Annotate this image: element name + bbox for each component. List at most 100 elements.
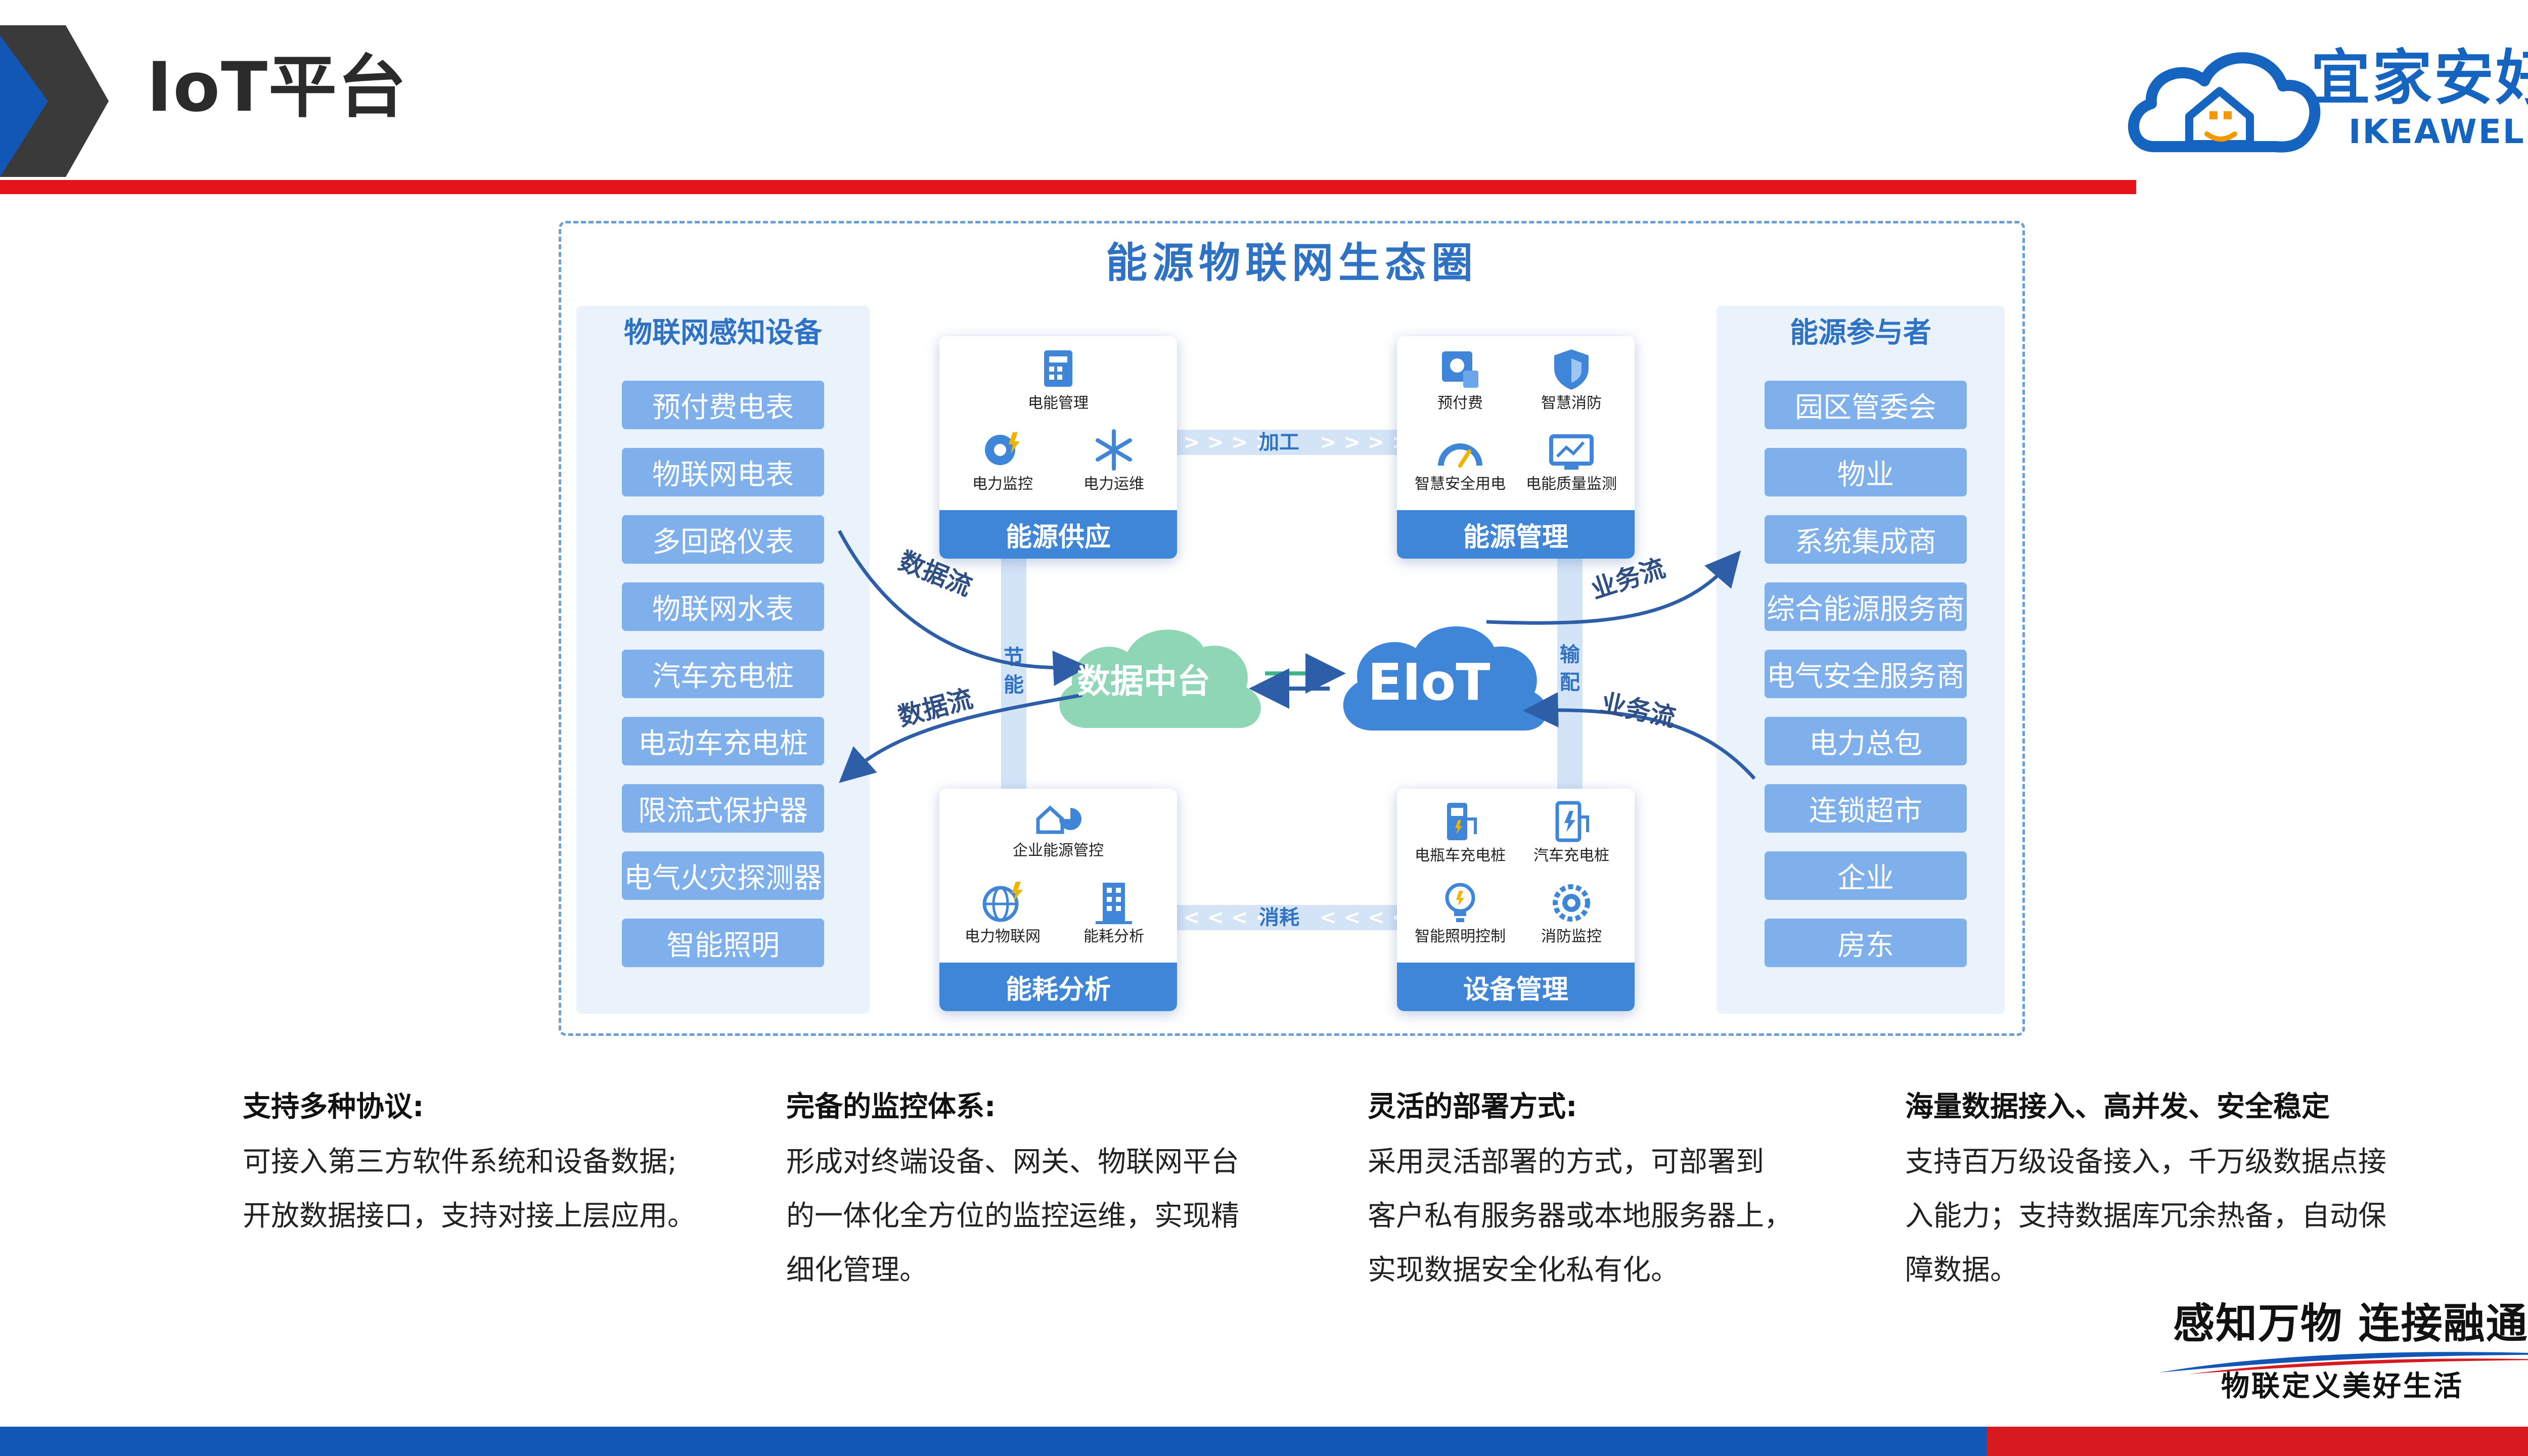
card-item: 电力物联网 xyxy=(947,880,1058,944)
eiot-label[interactable]: EIoT xyxy=(1368,653,1491,712)
device-pill[interactable]: 电气火灾探测器 xyxy=(622,851,824,900)
power-management-icon xyxy=(1044,350,1072,387)
footer-bar-blue xyxy=(0,1427,1987,1456)
device-pill[interactable]: 物联网水表 xyxy=(622,582,824,631)
header-chevron-logo xyxy=(0,25,109,177)
participant-pill[interactable]: 电气安全服务商 xyxy=(1765,650,1967,698)
card-energy-management[interactable]: 预付费 智慧消防 智慧安全用电 电能质量监测 能源管理 xyxy=(1397,336,1635,559)
brand-name-cn: 宜家安好 xyxy=(2311,43,2528,113)
fire-monitor-gear-icon xyxy=(1553,884,1590,922)
feature-line: 开放数据接口，支持对接上层应用。 xyxy=(243,1200,696,1233)
slogan-main: 感知万物 连接融通 xyxy=(2173,1300,2528,1348)
device-pill[interactable]: 预付费电表 xyxy=(622,381,824,429)
prepaid-meter-icon xyxy=(1442,351,1478,388)
participant-pill[interactable]: 企业 xyxy=(1765,851,1967,900)
participant-pill[interactable]: 综合能源服务商 xyxy=(1765,582,1967,631)
card-title: 能源管理 xyxy=(1397,510,1635,559)
card-item: 智能照明控制 xyxy=(1405,880,1516,944)
card-item-label: 智能照明控制 xyxy=(1415,928,1506,945)
card-item: 预付费 xyxy=(1405,346,1516,411)
feature-line: 的一体化全方位的监控运维，实现精 xyxy=(786,1200,1239,1233)
left-panel-title: 物联网感知设备 xyxy=(624,316,822,349)
card-item-label: 预付费 xyxy=(1437,394,1483,412)
safety-electric-gauge-icon xyxy=(1438,443,1482,468)
participant-pill[interactable]: 连锁超市 xyxy=(1765,784,1967,833)
participant-pill[interactable]: 物业 xyxy=(1765,448,1967,496)
device-pill[interactable]: 电动车充电桩 xyxy=(622,717,824,765)
participant-pill[interactable]: 园区管委会 xyxy=(1765,381,1967,429)
band-top-chevrons-left: >>>> xyxy=(1183,431,1280,454)
house-pie-chart-icon xyxy=(1036,805,1081,834)
card-item: 能耗分析 xyxy=(1058,880,1169,944)
feature-line: 客户私有服务器或本地服务器上， xyxy=(1368,1200,1792,1233)
card-item: 消防监控 xyxy=(1516,880,1627,944)
brand-cloud-house-icon xyxy=(2128,52,2321,153)
device-pill[interactable]: 汽车充电桩 xyxy=(622,650,824,698)
feature-line: 障数据。 xyxy=(1905,1254,2018,1287)
card-item-label: 能耗分析 xyxy=(1084,928,1144,945)
card-item-label: 汽车充电桩 xyxy=(1533,847,1609,864)
feature-body: 支持百万级设备接入，千万级数据点接 入能力；支持数据库冗余热备，自动保 障数据。 xyxy=(1905,1135,2386,1297)
card-item: 智慧安全用电 xyxy=(1405,432,1516,492)
device-pill[interactable]: 限流式保护器 xyxy=(622,784,824,833)
card-device-management[interactable]: 电瓶车充电桩 汽车充电桩 智能照明控制 消防监控 设备管理 xyxy=(1397,789,1635,1011)
feature-line: 入能力；支持数据库冗余热备，自动保 xyxy=(1905,1200,2386,1233)
footer-bar-red xyxy=(1987,1427,2528,1456)
shield-fire-icon xyxy=(1554,349,1589,390)
device-pill[interactable]: 智能照明 xyxy=(622,919,824,967)
card-item-label: 消防监控 xyxy=(1541,928,1602,945)
diagram-frame xyxy=(559,221,2025,1036)
feature-title: 海量数据接入、高并发、安全稳定 xyxy=(1905,1090,2330,1123)
monitor-chart-icon xyxy=(1549,434,1594,470)
card-item-label: 电能质量监测 xyxy=(1526,475,1617,493)
card-item: 电能质量监测 xyxy=(1516,432,1627,492)
page-title: IoT平台 xyxy=(147,48,408,127)
card-item: 企业能源管控 xyxy=(1003,799,1114,858)
feature-line: 实现数据安全化私有化。 xyxy=(1368,1254,1679,1287)
left-panel-iot-devices: 物联网感知设备 预付费电表 物联网电表 多回路仪表 物联网水表 汽车充电桩 电动… xyxy=(576,306,870,1014)
participant-pill[interactable]: 房东 xyxy=(1765,919,1967,967)
feature-line: 形成对终端设备、网关、物联网平台 xyxy=(786,1146,1239,1178)
right-panel-title: 能源参与者 xyxy=(1790,316,1931,349)
feature-line: 采用灵活部署的方式，可部署到 xyxy=(1368,1146,1764,1178)
lightbulb-icon xyxy=(1445,883,1475,922)
card-item-label: 电能管理 xyxy=(1028,394,1089,412)
card-item-label: 企业能源管控 xyxy=(1013,842,1104,859)
card-item: 电力运维 xyxy=(1058,427,1169,492)
card-item: 电瓶车充电桩 xyxy=(1405,799,1516,863)
feature-line: 可接入第三方软件系统和设备数据; xyxy=(243,1146,677,1178)
band-right-distribution xyxy=(1557,556,1583,789)
band-bottom-label: 消耗 xyxy=(1259,906,1299,929)
card-item-label: 电力物联网 xyxy=(965,928,1041,945)
header-divider xyxy=(0,180,2136,194)
slogan-sub: 物联定义美好生活 xyxy=(2221,1370,2464,1403)
card-item: 智慧消防 xyxy=(1516,346,1627,411)
card-energy-supply[interactable]: 电能管理 电力监控 电力运维 能源供应 xyxy=(939,336,1177,559)
card-item: 汽车充电桩 xyxy=(1516,799,1627,863)
eiot-cloud-icon xyxy=(1343,626,1547,731)
building-analysis-icon xyxy=(1096,883,1132,924)
band-right-label-2: 配 xyxy=(1560,671,1580,694)
feature-line: 支持百万级设备接入，千万级数据点接 xyxy=(1905,1146,2386,1178)
feature-title: 灵活的部署方式: xyxy=(1368,1090,1577,1123)
band-right-label-1: 输 xyxy=(1560,643,1580,666)
feature-title: 支持多种协议: xyxy=(243,1090,424,1123)
band-bottom-consumption xyxy=(1176,905,1398,930)
slogan-swoosh xyxy=(2159,1352,2528,1374)
brand-name-en: IKEAWELL xyxy=(2349,112,2528,151)
ebike-charger-icon xyxy=(1447,803,1477,840)
device-pill[interactable]: 多回路仪表 xyxy=(622,515,824,564)
data-hub-label[interactable]: 数据中台 xyxy=(1077,662,1210,701)
feature-body: 可接入第三方软件系统和设备数据; 开放数据接口，支持对接上层应用。 xyxy=(243,1135,696,1243)
car-charger-icon xyxy=(1555,801,1589,842)
card-consumption-analysis[interactable]: 企业能源管控 电力物联网 能耗分析 能耗分析 xyxy=(939,789,1177,1011)
card-item-label: 智慧安全用电 xyxy=(1415,475,1506,493)
feature-title: 完备的监控体系: xyxy=(786,1090,996,1123)
card-title: 能源供应 xyxy=(939,510,1177,559)
participant-pill[interactable]: 系统集成商 xyxy=(1765,515,1967,564)
card-item: 电力监控 xyxy=(947,427,1058,492)
feature-body: 形成对终端设备、网关、物联网平台 的一体化全方位的监控运维，实现精 细化管理。 xyxy=(786,1135,1239,1297)
participant-pill[interactable]: 电力总包 xyxy=(1765,717,1967,765)
device-pill[interactable]: 物联网电表 xyxy=(622,448,824,496)
right-panel-energy-participants: 能源参与者 园区管委会 物业 系统集成商 综合能源服务商 电气安全服务商 电力总… xyxy=(1717,306,2005,1014)
